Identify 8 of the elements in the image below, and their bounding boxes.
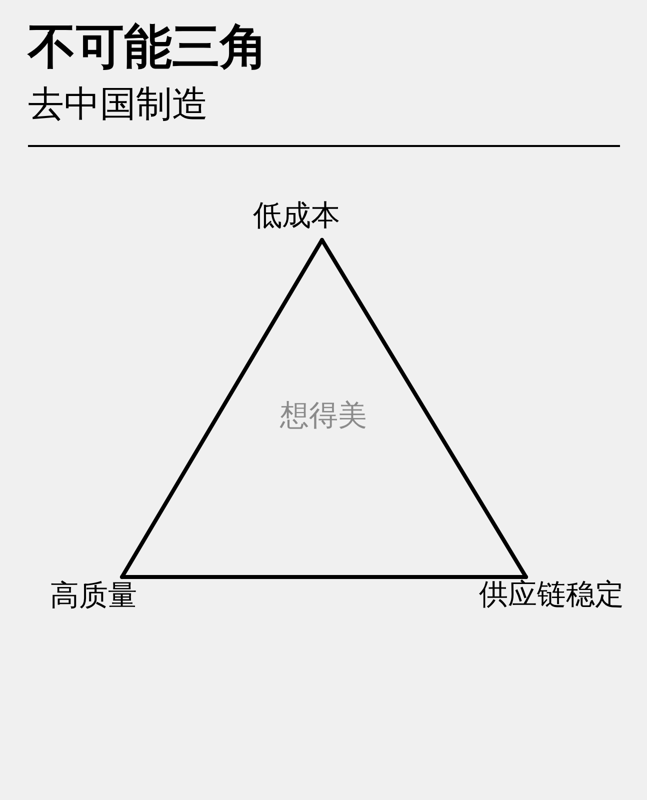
triangle-side <box>320 238 528 579</box>
vertex-label: 供应链稳定 <box>479 577 624 611</box>
subtitle: 去中国制造 <box>28 86 208 122</box>
vertex-label: 高质量 <box>50 577 137 611</box>
center-text: 想得美 <box>280 402 367 431</box>
triangle-side <box>120 575 528 579</box>
vertex-label: 低成本 <box>253 202 340 240</box>
title: 不可能三角 <box>28 24 268 72</box>
